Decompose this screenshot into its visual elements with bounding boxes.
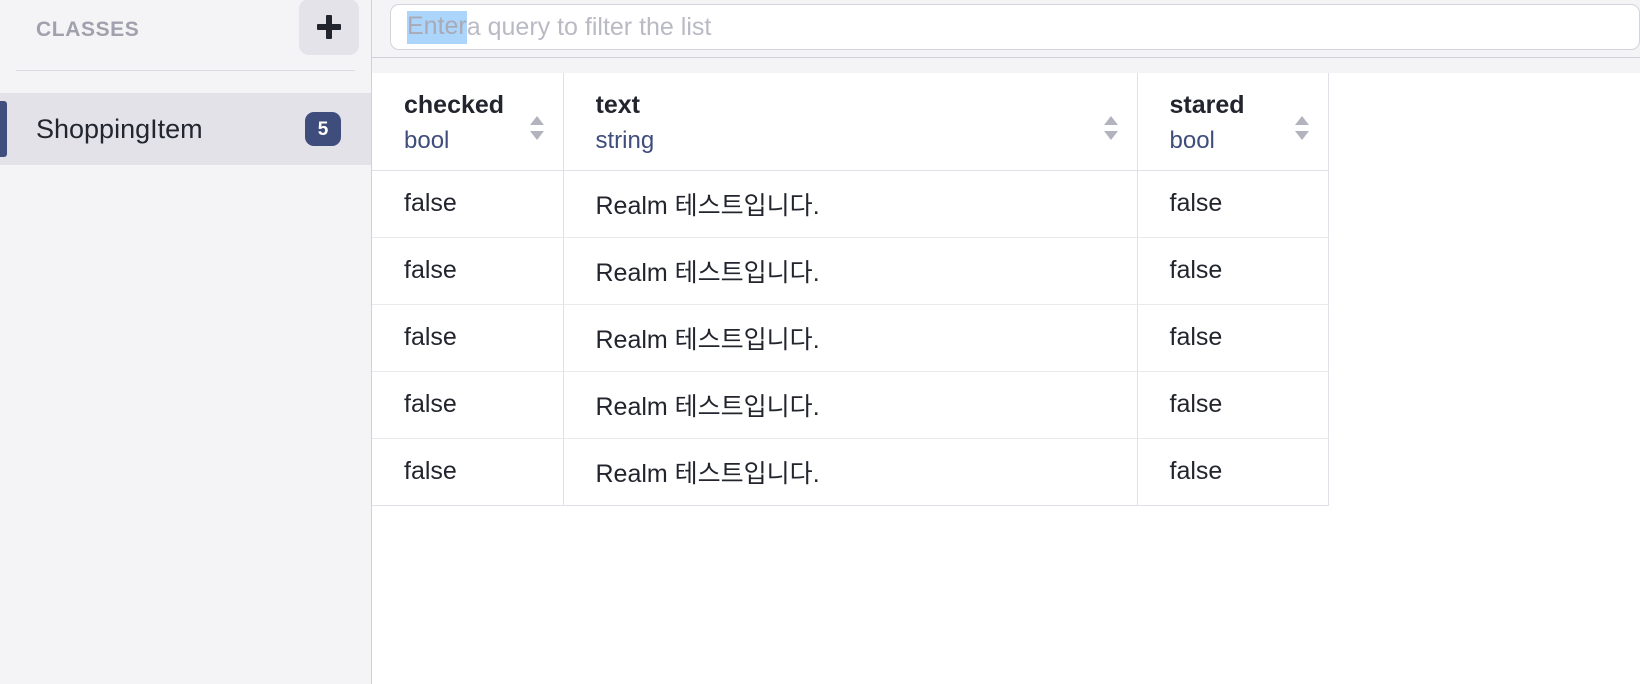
table-row[interactable]: false Realm 테스트입니다. false — [372, 438, 1328, 505]
cell-stared[interactable]: false — [1137, 438, 1328, 505]
cell-text[interactable]: Realm 테스트입니다. — [563, 371, 1138, 439]
cell-checked[interactable]: false — [372, 170, 564, 238]
cell-text[interactable]: Realm 테스트입니다. — [563, 170, 1138, 238]
column-header-stared-inner: stared bool — [1138, 91, 1328, 155]
query-toolbar: Enter a query to filter the list — [372, 0, 1640, 58]
table-header-band — [372, 58, 1640, 73]
column-type: bool — [1169, 126, 1215, 154]
class-item-label: ShoppingItem — [36, 113, 203, 144]
table-row[interactable]: false Realm 테스트입니다. false — [372, 304, 1328, 372]
page-title: CLASSES — [36, 17, 140, 41]
main-content: Enter a query to filter the list checked… — [372, 0, 1640, 684]
class-list: ShoppingItem 5 — [0, 93, 371, 165]
column-header-text-inner: text string — [564, 91, 1137, 155]
table-row[interactable]: false Realm 테스트입니다. false — [372, 371, 1328, 439]
add-class-button[interactable] — [299, 0, 359, 55]
sidebar-header: CLASSES — [0, 0, 371, 58]
column-name: stared — [1169, 91, 1245, 119]
column-type: string — [595, 126, 655, 154]
column-header-checked[interactable]: checked bool — [372, 73, 564, 171]
cell-stared[interactable]: false — [1137, 237, 1328, 305]
cell-stared[interactable]: false — [1137, 304, 1328, 372]
table-row[interactable]: false Realm 테스트입니다. false — [372, 170, 1328, 238]
table-body: false Realm 테스트입니다. false false Realm 테스… — [372, 170, 1328, 505]
column-header-checked-inner: checked bool — [372, 91, 563, 155]
class-item-count-badge: 5 — [305, 112, 341, 146]
cell-checked[interactable]: false — [372, 237, 564, 305]
column-header-stared[interactable]: stared bool — [1137, 73, 1328, 171]
cell-checked[interactable]: false — [372, 371, 564, 439]
column-name: checked — [404, 91, 505, 119]
cell-checked[interactable]: false — [372, 438, 564, 505]
sidebar-divider — [16, 70, 355, 71]
cell-text[interactable]: Realm 테스트입니다. — [563, 237, 1138, 305]
table-header: checked bool — [372, 73, 1328, 171]
cell-checked[interactable]: false — [372, 304, 564, 372]
cell-text[interactable]: Realm 테스트입니다. — [563, 304, 1138, 372]
objects-table: checked bool — [372, 73, 1329, 506]
table-scroll-area[interactable]: checked bool — [372, 73, 1640, 684]
search-input[interactable] — [390, 4, 1640, 50]
cell-stared[interactable]: false — [1137, 170, 1328, 238]
classes-sidebar: CLASSES ShoppingItem 5 — [0, 0, 372, 684]
sort-arrows-icon[interactable] — [1294, 115, 1310, 141]
column-name: text — [595, 91, 640, 119]
cell-text[interactable]: Realm 테스트입니다. — [563, 438, 1138, 505]
sort-arrows-icon[interactable] — [1103, 115, 1119, 141]
table-header-row: checked bool — [372, 73, 1328, 171]
column-header-text[interactable]: text string — [563, 73, 1138, 171]
column-type: bool — [404, 126, 450, 154]
plus-icon — [317, 15, 341, 39]
cell-stared[interactable]: false — [1137, 371, 1328, 439]
sidebar-item-shoppingitem[interactable]: ShoppingItem 5 — [0, 93, 371, 165]
table-row[interactable]: false Realm 테스트입니다. false — [372, 237, 1328, 305]
query-input-wrap: Enter a query to filter the list — [390, 4, 1640, 50]
sort-arrows-icon[interactable] — [529, 115, 545, 141]
